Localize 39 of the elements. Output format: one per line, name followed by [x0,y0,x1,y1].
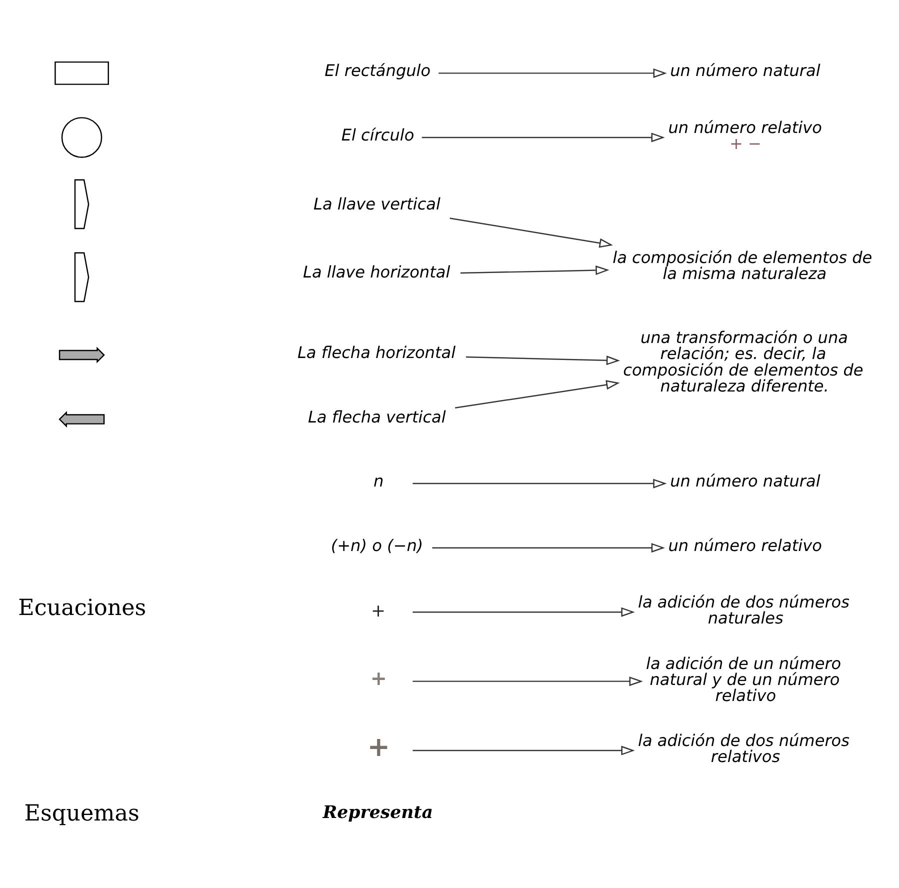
node-arrow [58,410,105,428]
node-box [54,61,109,85]
node-text: la composición de elementos de la misma naturaleza [612,248,872,283]
node-text: un número natural [670,61,820,80]
arrow [454,380,620,408]
node-text: una transformación o una relación; es. decir, la composición de elementos de naturaleza diferente. [623,328,864,396]
node-text: + [370,666,387,690]
node-brace [74,252,90,302]
label: Esquemas [24,800,140,826]
node-text: La flecha horizontal [297,342,456,362]
node-text: + [371,602,386,622]
arrow [422,132,665,142]
arrow [450,218,613,248]
arrow [412,478,667,488]
node-circle [61,117,102,158]
label: Ecuaciones [18,595,146,622]
node-text: El rectángulo [324,61,431,80]
arrow [466,356,620,366]
node-brace [74,179,90,230]
node-text: La flecha vertical [308,407,446,426]
node-text: n [373,472,384,491]
label: Representa [322,803,433,824]
node-text: La llave vertical [314,194,440,214]
node-text: la adición de un número natural y de un número relativo [646,654,842,705]
node-text: El círculo [341,125,414,144]
node-text: un número relativo [668,536,822,555]
arrow [412,746,635,756]
arrow [412,676,643,686]
node-arrow [58,346,105,364]
node-text: un número natural [670,472,820,491]
node-text: + [367,732,390,764]
node-text: la adición de dos números relativos [638,731,850,766]
arrow [432,543,665,553]
arrow [412,607,635,617]
node-text: la adición de dos números naturales [638,592,850,628]
arrow [460,266,610,276]
node-text: (+n) o (−n) [330,536,424,555]
arrow [438,68,667,78]
node-text: La llave horizontal [303,262,450,282]
